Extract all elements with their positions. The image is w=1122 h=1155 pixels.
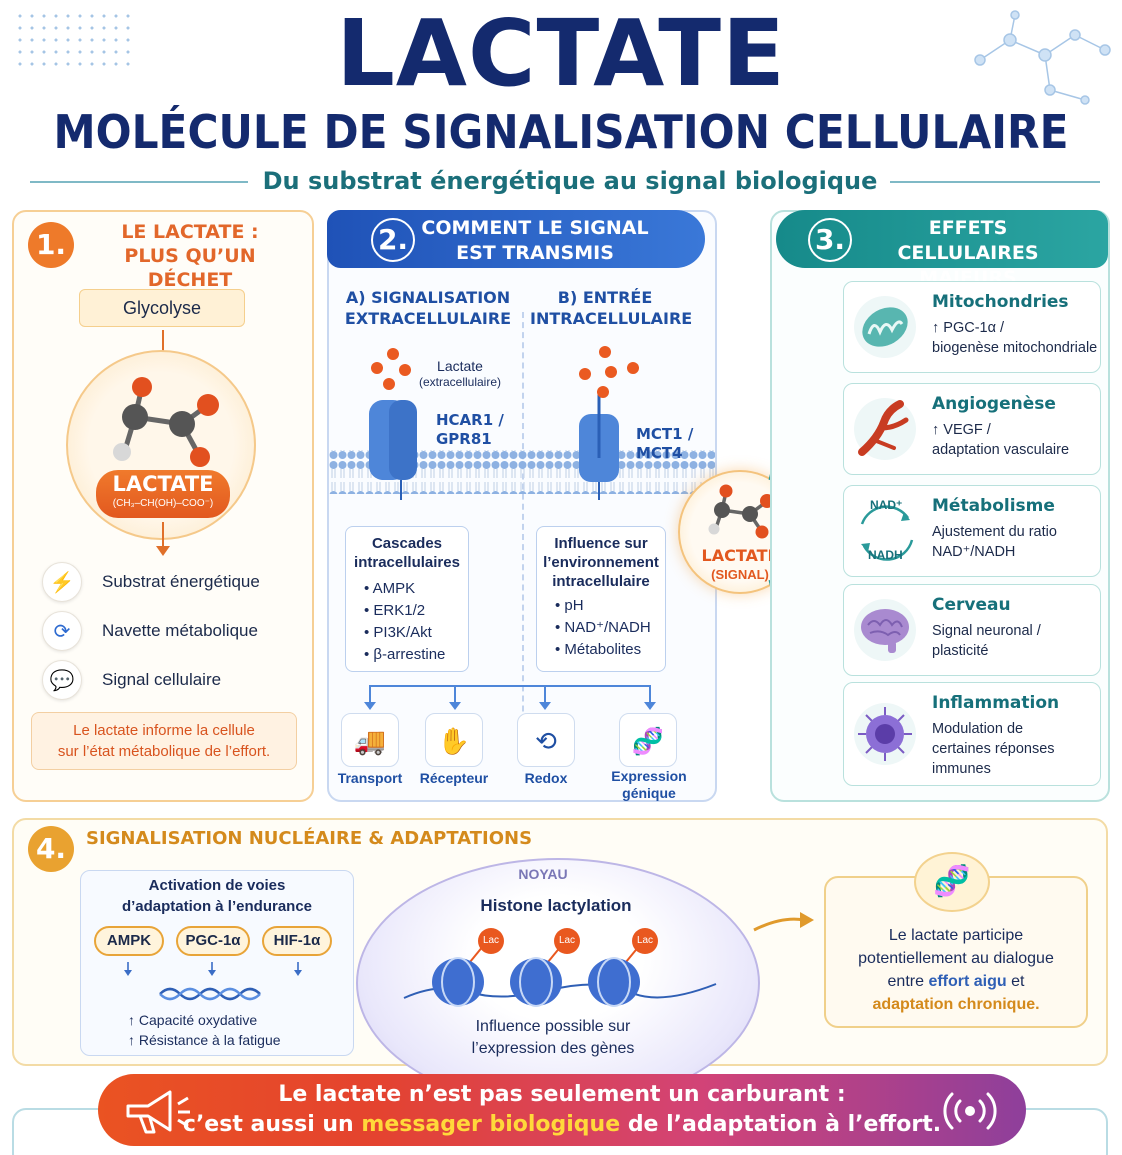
lightning-icon: ⚡ bbox=[42, 562, 82, 602]
receptor-a-label: HCAR1 /GPR81 bbox=[436, 411, 504, 448]
pill-ampk: AMPK bbox=[94, 926, 164, 956]
megaphone-icon bbox=[126, 1090, 190, 1134]
pill-hif1a: HIF-1α bbox=[262, 926, 332, 956]
environment-box: Influence sur l’environnement intracellu… bbox=[536, 526, 666, 672]
panel4-title: SIGNALISATION NUCLÉAIRE & ADAPTATIONS bbox=[86, 828, 533, 849]
dna-icon: 🧬 bbox=[619, 713, 677, 767]
effect-mitochondria: Mitochondries ↑ PGC-1α /biogenèse mitoch… bbox=[843, 281, 1101, 373]
receptor-icon: ✋ bbox=[425, 713, 483, 767]
activation-box bbox=[80, 870, 354, 1056]
lac-badge: Lac bbox=[554, 928, 580, 954]
arrow-right-icon bbox=[753, 912, 814, 932]
effect-brain: Cerveau Signal neuronal /plasticité bbox=[843, 584, 1101, 676]
glycolyse-box: Glycolyse bbox=[79, 289, 245, 327]
cascade-item: β-arrestine bbox=[364, 644, 468, 666]
p1-item-navette: Navette métabolique bbox=[102, 621, 258, 640]
effect-metabolism: NAD⁺ NADH Métabolisme Ajustement du rati… bbox=[843, 485, 1101, 577]
p1-item-substrat: Substrat énergétique bbox=[102, 572, 260, 591]
conclusion-banner: Le lactate n’est pas seulement un carbur… bbox=[98, 1074, 1026, 1146]
lactate-label-pill: LACTATE (CH₃–CH(OH)–COO⁻) bbox=[96, 470, 230, 518]
p1-item-signal: Signal cellulaire bbox=[102, 670, 222, 689]
chat-bubble-icon: 💬 bbox=[42, 660, 82, 700]
cycle-arrows-icon: ⟳ bbox=[42, 611, 82, 651]
lactate-extracellular-label: Lactate(extracellulaire) bbox=[418, 358, 502, 389]
page-title: LACTATE bbox=[336, 0, 786, 107]
page-subtitle: MOLÉCULE DE SIGNALISATION CELLULAIRE bbox=[53, 105, 1069, 159]
histone-title: Histone lactylation bbox=[480, 896, 632, 915]
broadcast-signal-icon bbox=[943, 1092, 997, 1130]
effect-angiogenesis: Angiogenèse ↑ VEGF /adaptation vasculair… bbox=[843, 383, 1101, 475]
tile-label-recepteur: Récepteur bbox=[419, 770, 489, 786]
nad-cycle-icon: NAD⁺ NADH bbox=[850, 494, 922, 570]
dna-icon bbox=[124, 962, 302, 1001]
cascades-box: Cascades intracellulaires AMPK ERK1/2 PI… bbox=[345, 526, 469, 672]
tile-label-transport: Transport bbox=[337, 770, 403, 786]
hub-signal-label: (SIGNAL) bbox=[711, 567, 769, 582]
p1-note-box: Le lactate informe la cellule sur l’état… bbox=[31, 712, 297, 770]
lac-badge: Lac bbox=[632, 928, 658, 954]
outcome-oxydative: ↑ Capacité oxydative bbox=[128, 1012, 258, 1028]
cascade-item: ERK1/2 bbox=[364, 600, 468, 622]
hub-lactate-label: LACTATE bbox=[701, 546, 779, 565]
divider-left bbox=[30, 181, 248, 183]
nucleosome-chain bbox=[403, 939, 717, 1007]
divider-right bbox=[890, 181, 1100, 183]
environment-item: NAD⁺/NADH bbox=[555, 617, 665, 639]
mitochondria-icon bbox=[854, 296, 916, 358]
lactate-molecule-icon bbox=[113, 377, 219, 467]
dashed-separator bbox=[522, 312, 524, 762]
brain-icon bbox=[854, 599, 916, 661]
dna-badge-icon: 🧬 bbox=[914, 852, 990, 912]
dots-decoration bbox=[14, 10, 134, 70]
noyau-label: NOYAU bbox=[518, 866, 568, 882]
cascade-item: PI3K/Akt bbox=[364, 622, 468, 644]
tagline: Du substrat énergétique au signal biolog… bbox=[262, 167, 878, 195]
truck-icon: 🚚 bbox=[341, 713, 399, 767]
environment-item: Métabolites bbox=[555, 639, 665, 661]
molecule-network-decoration bbox=[974, 10, 1111, 105]
cascade-item: AMPK bbox=[364, 578, 468, 600]
environment-item: pH bbox=[555, 595, 665, 617]
lac-badge: Lac bbox=[478, 928, 504, 954]
blood-vessel-icon bbox=[854, 398, 916, 460]
panel2-number: 2. bbox=[371, 218, 415, 262]
panel1-title: LE LACTATE : PLUS QU’UN DÉCHET bbox=[121, 221, 259, 291]
tile-label-redox: Redox bbox=[524, 770, 568, 786]
receptor-b-label: MCT1 /MCT4 bbox=[636, 425, 694, 462]
arrow-down-icon bbox=[156, 522, 170, 556]
dialogue-text: Le lactate participe potentiellement au … bbox=[858, 927, 1054, 1013]
panel2-title: COMMENT LE SIGNAL EST TRANSMIS bbox=[421, 217, 649, 264]
outcome-fatigue: ↑ Résistance à la fatigue bbox=[128, 1032, 281, 1048]
cell-membrane bbox=[329, 346, 715, 500]
redox-icon: ⟲ bbox=[517, 713, 575, 767]
panel1-number: 1. bbox=[28, 222, 74, 268]
distribution-arrows bbox=[364, 685, 656, 710]
immune-cell-icon bbox=[854, 703, 916, 765]
panel3-title: EFFETS CELLULAIRES MAJEURS bbox=[897, 217, 1039, 289]
panel3-number: 3. bbox=[808, 218, 852, 262]
pill-pgc1a: PGC-1α bbox=[176, 926, 250, 956]
panel4-number: 4. bbox=[28, 826, 74, 872]
